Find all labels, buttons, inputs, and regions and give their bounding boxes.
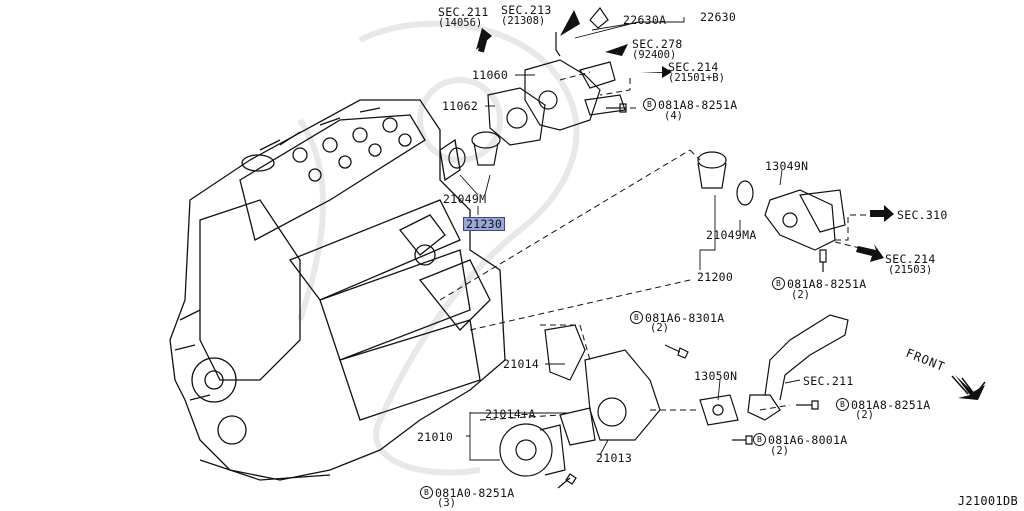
section-ref-21501b: (21501+B) [668,72,725,84]
thermostat-21049m [448,131,501,169]
bolt-symbol: B [753,433,766,446]
part-label-21014[interactable]: 21014 [503,357,540,371]
bolt-code: 081A6-8001A [768,432,848,447]
bolt-label-2[interactable]: B 081A8-8251A [772,277,866,290]
bolt-label-4[interactable]: B 081A8-8251A [836,398,930,411]
front-arrow [951,375,986,397]
section-ref-21308: (21308) [501,15,546,27]
bolts [557,103,827,489]
section-ref-14056: (14056) [438,17,483,29]
part-label-11060[interactable]: 11060 [472,68,509,82]
bolt-qty-2: (2) [791,289,810,301]
section-label-sec211-lower[interactable]: SEC.211 [803,374,854,388]
bolt-symbol: B [643,98,656,111]
water-outlet-housing [524,6,626,131]
bolt-symbol: B [420,486,433,499]
section-label-sec211[interactable]: SEC.211 [438,5,489,19]
bolt-label-6[interactable]: B 081A0-8251A [420,486,514,499]
bolt-qty-6: (3) [437,497,456,509]
watermark-logo [297,20,580,476]
section-label-sec214-upper[interactable]: SEC.214 [668,60,719,74]
bolt-symbol: B [630,311,643,324]
bolt-code: 081A6-8301A [645,310,725,325]
bolt-label-1[interactable]: B 081A8-8251A [643,98,737,111]
part-label-13049n[interactable]: 13049N [765,159,809,173]
part-label-21010[interactable]: 21010 [417,430,454,444]
bolt-qty-3: (2) [650,322,669,334]
gasket-11062 [487,87,546,146]
bolt-qty-4: (2) [855,409,874,421]
section-label-sec213[interactable]: SEC.213 [501,3,552,17]
part-label-22630[interactable]: 22630 [700,10,737,24]
bolt-code: 081A8-8251A [658,97,738,112]
dashed-leaders [439,71,868,421]
bolt-label-3[interactable]: B 081A6-8301A [630,311,724,324]
section-label-sec214-lower[interactable]: SEC.214 [885,252,936,266]
section-ref-21503: (21503) [888,264,933,276]
part-label-21200[interactable]: 21200 [697,270,734,284]
bolt-label-5[interactable]: B 081A6-8001A [753,433,847,446]
section-label-sec278[interactable]: SEC.278 [632,37,683,51]
section-arrows [476,10,985,400]
bolt-code: 081A0-8251A [435,485,515,500]
thermostat-21200-assembly [697,151,846,251]
bolt-symbol: B [772,277,785,290]
part-label-21049m[interactable]: 21049M [443,192,487,206]
part-label-11062[interactable]: 11062 [442,99,479,113]
part-label-22630a[interactable]: 22630A [623,13,667,27]
bolt-qty-1: (4) [664,110,683,122]
section-ref-92400: (92400) [632,49,677,61]
bolt-code: 081A8-8251A [851,397,931,412]
engine-block [169,99,506,481]
part-label-21049ma[interactable]: 21049MA [706,228,757,242]
section-label-sec310[interactable]: SEC.310 [897,208,948,222]
bolt-symbol: B [836,398,849,411]
part-label-21014a[interactable]: 21014+A [485,407,536,421]
leader-lines [459,17,801,461]
water-pump-assembly [499,314,849,477]
diagram-code: J21001DB [957,494,1018,508]
part-label-21013[interactable]: 21013 [596,451,633,465]
bolt-code: 081A8-8251A [787,276,867,291]
part-label-13050n[interactable]: 13050N [694,369,738,383]
part-label-21230-highlighted[interactable]: 21230 [463,217,506,231]
bolt-qty-5: (2) [770,445,789,457]
